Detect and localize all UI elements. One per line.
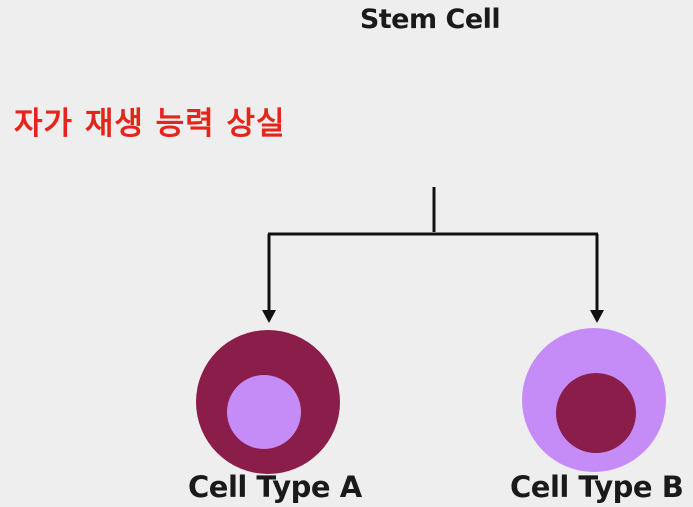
cell-type-b-label: Cell Type B (510, 470, 684, 504)
cell-type-a-label: Cell Type A (188, 470, 362, 504)
arrow-to-cell-a (262, 310, 276, 323)
loss-of-self-renewal-note: 자가 재생 능력 상실 (14, 106, 286, 142)
cell-b-nucleus (556, 373, 636, 453)
cell-a-nucleus (227, 375, 301, 449)
stem-cell-title: Stem Cell (359, 4, 501, 35)
arrow-to-cell-b (590, 310, 604, 323)
